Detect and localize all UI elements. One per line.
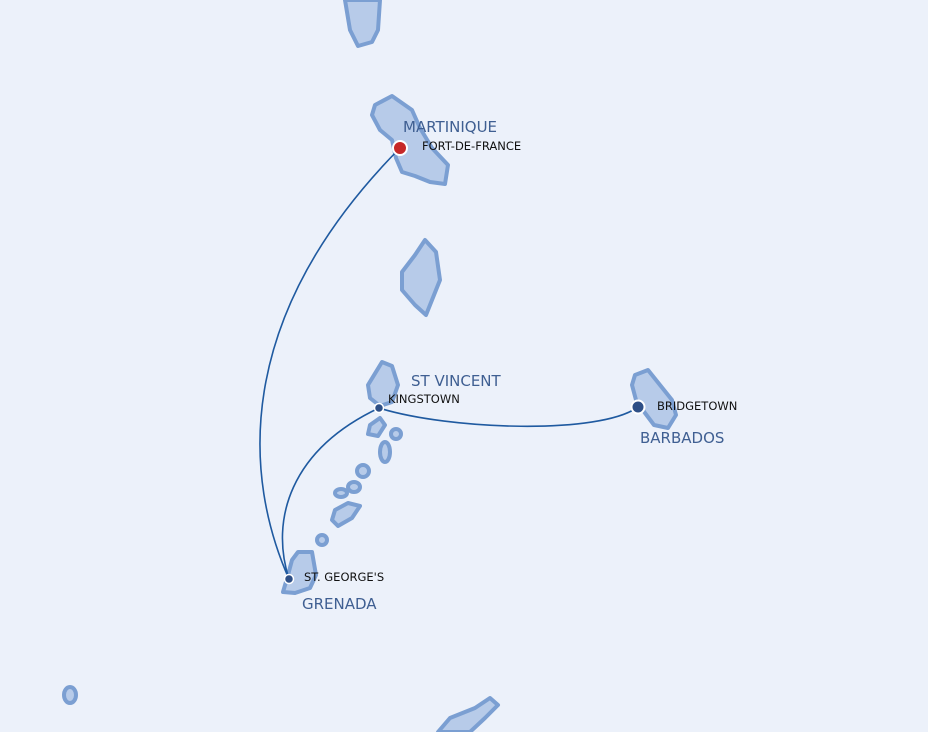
island-label-barbados: BARBADOS [640,429,725,447]
island-carriacou [330,501,362,528]
island-small-west [62,685,78,705]
island-label-st-vincent: ST VINCENT [411,372,501,390]
island-trinidad-tobago [436,696,500,732]
island-grenadine-3 [378,440,392,464]
port-marker-st-georges[interactable] [283,573,295,585]
port-label-st-georges: ST. GEORGE'S [304,570,385,584]
island-label-martinique: MARTINIQUE [403,118,498,136]
port-marker-fort-de-france[interactable] [392,140,408,156]
island-st-vincent [366,360,400,408]
route-stgeorges-kingstown [281,407,380,580]
island-grenadine-4 [355,463,371,479]
island-martinique [370,94,450,186]
port-label-kingstown: KINGSTOWN [388,392,460,406]
port-marker-bridgetown[interactable] [630,399,646,415]
port-label-fort-de-france: FORT-DE-FRANCE [422,139,522,153]
island-grenadine-5 [346,480,362,494]
island-grenadine-1 [366,416,387,438]
route-kingstown-bridgetown [378,406,639,428]
island-dominica [343,0,382,48]
island-label-grenada: GRENADA [302,595,377,613]
island-barbados [630,368,678,430]
island-grenadine-6 [333,487,349,499]
port-marker-kingstown[interactable] [373,402,385,414]
island-grenadine-7 [315,533,329,547]
route-fortdefrance-stgeorges [259,147,401,580]
island-grenadine-2 [389,427,403,441]
port-label-bridgetown: BRIDGETOWN [657,399,738,413]
island-st-lucia [400,238,442,317]
